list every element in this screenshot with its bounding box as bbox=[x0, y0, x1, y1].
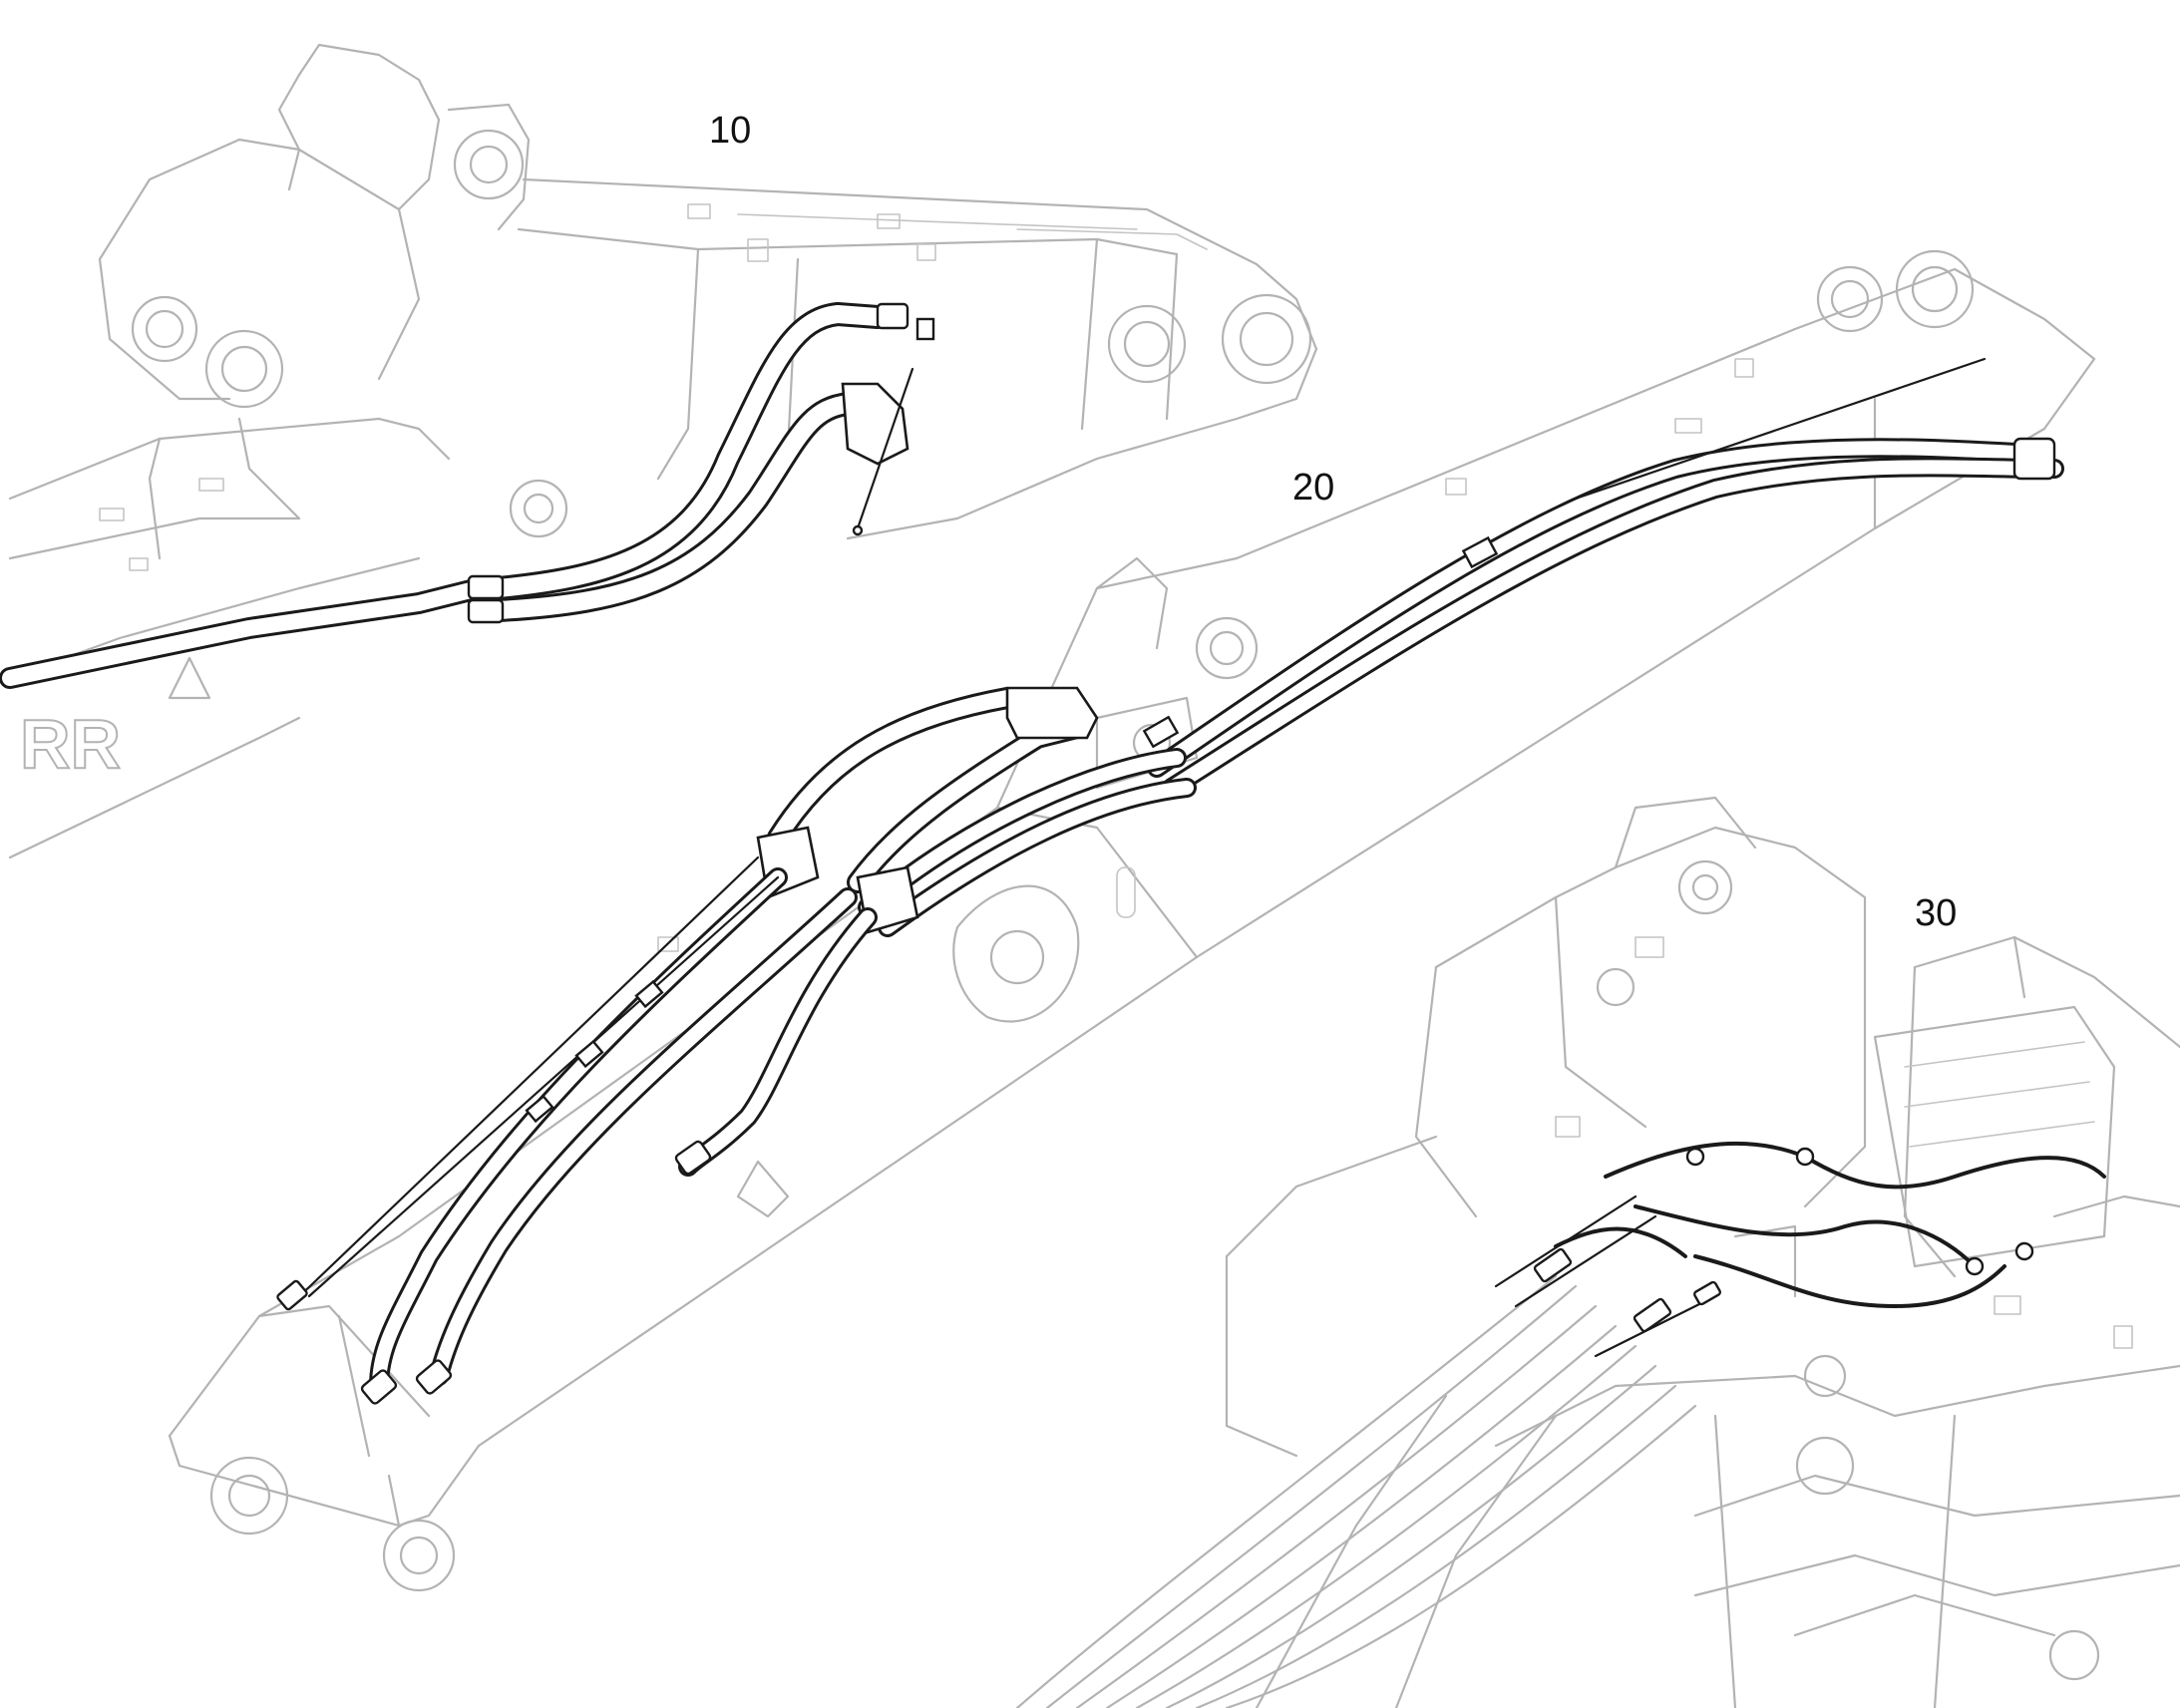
view-10-boom-structure: RR bbox=[8, 43, 1318, 859]
callout-view-30: 30 bbox=[1915, 892, 1958, 934]
view-20-boom-structure bbox=[168, 249, 2096, 1592]
callout-view-20: 20 bbox=[1292, 467, 1335, 509]
svg-text:RR: RR bbox=[20, 705, 121, 783]
view-20-hose-assembly bbox=[276, 357, 2064, 1405]
view-30-hose-assembly bbox=[1015, 1141, 2106, 1708]
callout-view-10: 10 bbox=[709, 110, 752, 152]
view-30-frame-structure bbox=[1225, 796, 2180, 1708]
view-10-hose-assembly bbox=[0, 302, 935, 689]
